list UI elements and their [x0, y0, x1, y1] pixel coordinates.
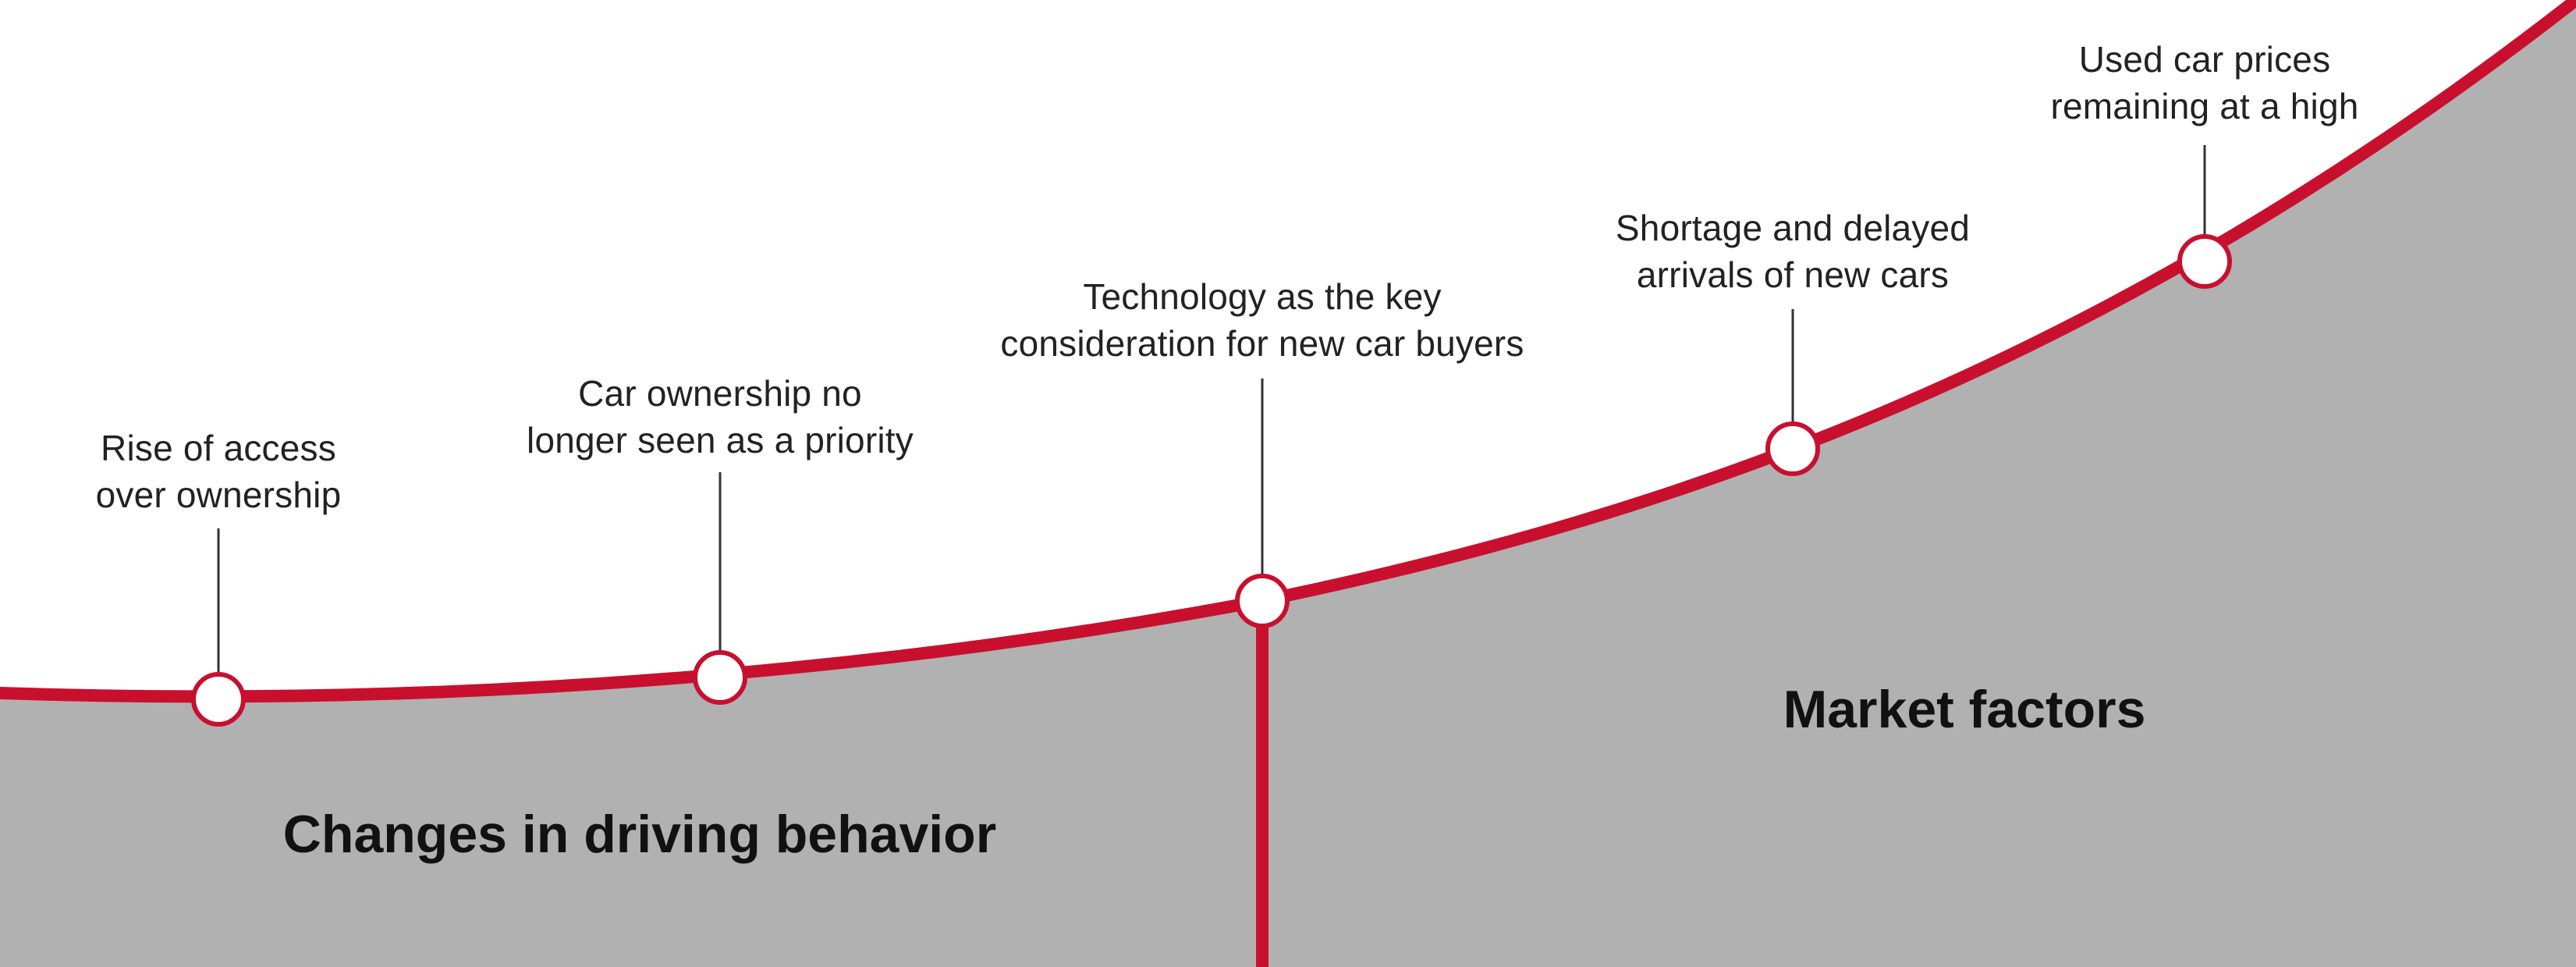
milestone-label-line: over ownership: [95, 475, 342, 515]
milestone-marker-used-car-prices: [2177, 234, 2232, 289]
leader-lines: [217, 145, 2206, 674]
region-label-market-factors: Market factors: [1783, 680, 2146, 739]
milestone-label-line: longer seen as a priority: [527, 420, 914, 460]
milestone-label-line: Technology as the key: [1083, 276, 1442, 317]
milestone-label-rise-of-access: Rise of access over ownership: [96, 425, 342, 518]
milestone-markers: [191, 234, 2232, 727]
milestone-label-shortage-delays: Shortage and delayed arrivals of new car…: [1616, 204, 1970, 298]
milestone-label-line: arrivals of new cars: [1636, 254, 1950, 295]
milestone-marker-rise-of-access: [191, 672, 246, 727]
milestone-marker-ownership-not-priority: [693, 650, 747, 705]
milestone-label-ownership-not-priority: Car ownership no longer seen as a priori…: [527, 370, 914, 464]
milestone-label-technology-key: Technology as the key consideration for …: [1000, 273, 1524, 367]
milestone-marker-shortage-delays: [1765, 421, 1820, 476]
milestone-label-line: Shortage and delayed: [1615, 208, 1971, 248]
milestone-label-used-car-prices: Used car prices remaining at a high: [2050, 36, 2358, 130]
milestone-label-line: consideration for new car buyers: [1000, 323, 1524, 364]
milestone-label-line: remaining at a high: [2050, 86, 2359, 126]
milestone-marker-technology-key: [1235, 574, 1290, 628]
milestone-label-line: Used car prices: [2078, 39, 2331, 80]
region-label-driving-behavior: Changes in driving behavior: [282, 805, 997, 864]
milestone-label-line: Car ownership no: [578, 373, 862, 414]
milestone-label-line: Rise of access: [101, 428, 336, 468]
